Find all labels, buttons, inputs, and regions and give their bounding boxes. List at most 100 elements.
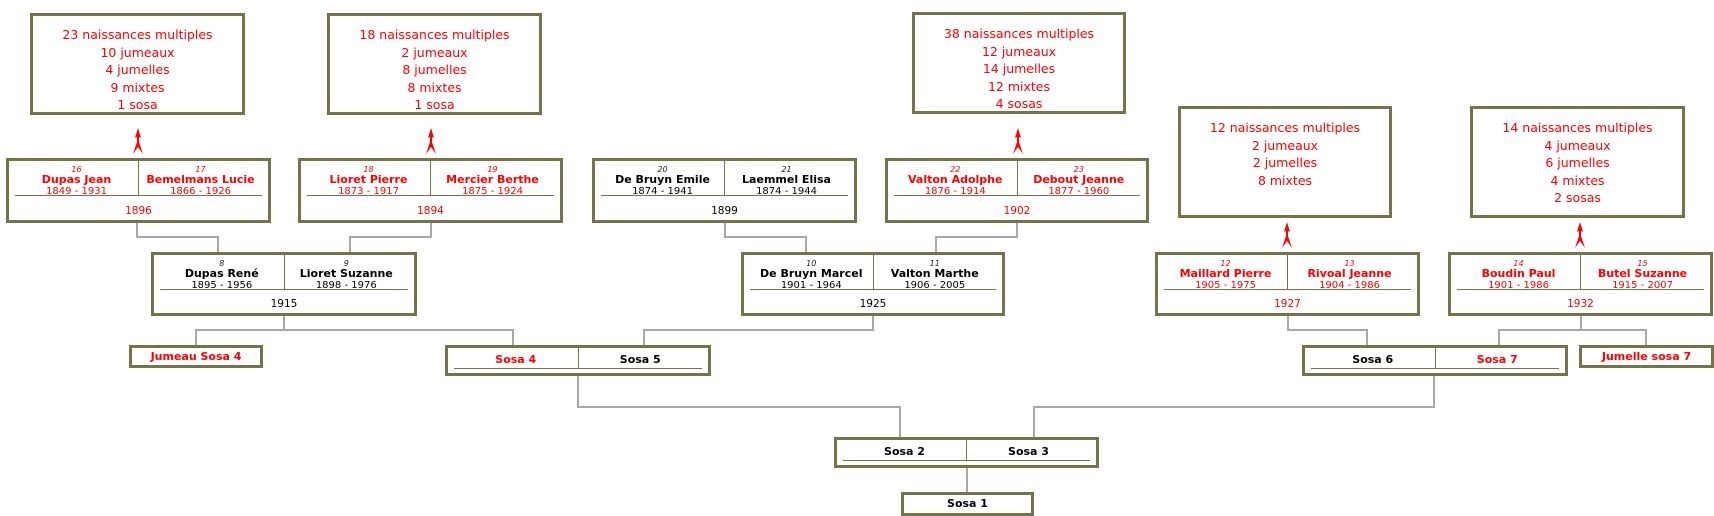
sosa-pair-box[interactable]: Sosa 2 Sosa 3 bbox=[834, 437, 1099, 468]
stats-line: 18 naissances multiples bbox=[359, 27, 510, 42]
connector-line bbox=[935, 236, 937, 252]
marriage-year: 1894 bbox=[417, 205, 444, 217]
person-dates: 1877 - 1960 bbox=[1048, 186, 1110, 197]
sosa-label[interactable]: Sosa 7 bbox=[1476, 353, 1518, 366]
person-name[interactable]: Valton Marthe bbox=[890, 267, 979, 280]
stats-line: 4 jumeaux bbox=[1544, 137, 1611, 153]
stats-line: 8 mixtes bbox=[1257, 172, 1313, 188]
person-name[interactable]: Laemmel Elisa bbox=[742, 173, 831, 186]
sosa-number: 17 bbox=[195, 165, 206, 174]
person-dates: 1866 - 1926 bbox=[170, 186, 231, 197]
stats-line: 8 jumelles bbox=[402, 62, 467, 77]
sosa-label[interactable]: Sosa 5 bbox=[619, 353, 661, 366]
sosa-pair-box[interactable]: Sosa 6 Sosa 7 bbox=[1302, 345, 1568, 376]
sosa-label[interactable]: Jumeau Sosa 4 bbox=[150, 350, 242, 363]
sosa-single-box[interactable]: Jumelle sosa 7 bbox=[1579, 345, 1714, 368]
stats-line: 12 mixtes bbox=[987, 78, 1051, 94]
person-name[interactable]: Lioret Suzanne bbox=[299, 267, 393, 280]
arrow-up-icon bbox=[426, 128, 436, 154]
sosa-pair-box[interactable]: Sosa 4 Sosa 5 bbox=[445, 345, 711, 376]
person-name[interactable]: De Bruyn Emile bbox=[615, 173, 710, 186]
stats-line: 1 sosa bbox=[414, 97, 455, 112]
sosa-single-box[interactable]: Jumeau Sosa 4 bbox=[129, 345, 263, 368]
person-dates: 1849 - 1931 bbox=[46, 186, 107, 197]
person-name[interactable]: Dupas René bbox=[184, 267, 259, 280]
arrow-up-icon bbox=[133, 128, 143, 154]
person-name[interactable]: Debout Jeanne bbox=[1033, 173, 1125, 186]
sosa-label[interactable]: Sosa 2 bbox=[843, 440, 967, 460]
sosa-number: 8 bbox=[219, 259, 225, 268]
sosa-number: 19 bbox=[487, 165, 498, 174]
sosa-label[interactable]: Sosa 3 bbox=[1008, 445, 1049, 458]
sosa-label[interactable]: Sosa 6 bbox=[1311, 348, 1436, 368]
connector-line bbox=[1287, 316, 1289, 330]
arrow-up-icon bbox=[1575, 222, 1585, 248]
connector-line bbox=[643, 329, 874, 331]
stats-line: 1 sosa bbox=[117, 97, 158, 112]
person-name[interactable]: Boudin Paul bbox=[1481, 267, 1556, 280]
connector-line bbox=[349, 236, 432, 238]
sosa-label[interactable]: Sosa 4 bbox=[454, 348, 579, 368]
person-name[interactable]: Valton Adolphe bbox=[908, 173, 1003, 186]
connector-line bbox=[1433, 376, 1435, 407]
person-name[interactable]: Dupas Jean bbox=[41, 173, 112, 186]
marriage-year: 1932 bbox=[1567, 298, 1594, 310]
sosa-pair-row: Sosa 6 Sosa 7 bbox=[1311, 348, 1559, 369]
person-name[interactable]: Lioret Pierre bbox=[329, 173, 408, 186]
connector-line bbox=[1033, 406, 1435, 408]
person-name[interactable]: Rivoal Jeanne bbox=[1307, 267, 1392, 280]
person-dates: 1901 - 1986 bbox=[1488, 280, 1549, 291]
connector-line bbox=[1016, 222, 1018, 237]
arrow-up-icon bbox=[1282, 222, 1292, 248]
stats-line: 9 mixtes bbox=[110, 79, 165, 95]
person-dates: 1873 - 1917 bbox=[338, 186, 399, 197]
sosa-single-box[interactable]: Sosa 1 bbox=[901, 492, 1034, 516]
marriage-year: 1915 bbox=[270, 298, 298, 310]
person-name[interactable]: De Bruyn Marcel bbox=[760, 267, 863, 280]
sosa-label[interactable]: Jumelle sosa 7 bbox=[1601, 350, 1692, 363]
connector-line bbox=[724, 222, 726, 237]
connector-line bbox=[577, 406, 901, 408]
connector-line bbox=[1498, 329, 1500, 345]
person-name[interactable]: Butel Suzanne bbox=[1597, 267, 1688, 280]
person-name[interactable]: Maillard Pierre bbox=[1179, 267, 1272, 280]
sosa-number: 20 bbox=[657, 165, 668, 174]
person-dates: 1874 - 1944 bbox=[756, 186, 817, 197]
connector-line bbox=[1033, 406, 1035, 437]
stats-line: 23 naissances multiples bbox=[62, 27, 213, 42]
person-name[interactable]: Bemelmans Lucie bbox=[146, 173, 255, 186]
connector-line bbox=[1498, 329, 1646, 331]
stats-line: 4 sosas bbox=[995, 96, 1043, 111]
sosa-number: 23 bbox=[1073, 165, 1084, 174]
person-dates: 1904 - 1986 bbox=[1319, 280, 1380, 291]
sosa-number: 9 bbox=[343, 259, 349, 268]
person-name[interactable]: Mercier Berthe bbox=[446, 173, 539, 186]
sosa-label[interactable]: Sosa 1 bbox=[947, 497, 988, 510]
